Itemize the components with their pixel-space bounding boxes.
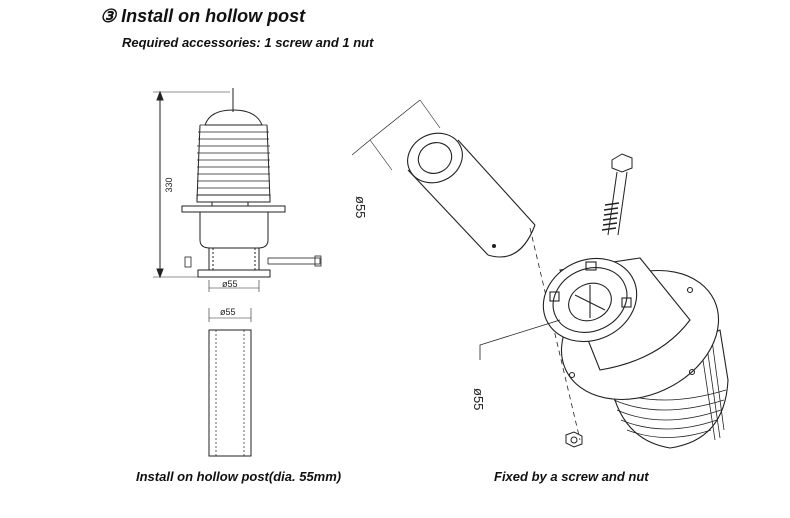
tube-diameter-label: ø55 xyxy=(353,196,368,218)
page-title: ③ Install on hollow post xyxy=(100,6,306,26)
light-side-view xyxy=(153,88,322,292)
height-dimension-label: 330 xyxy=(164,177,174,192)
left-caption: Install on hollow post(dia. 55mm) xyxy=(136,469,342,484)
light-unit-isometric xyxy=(479,257,729,449)
right-caption: Fixed by a screw and nut xyxy=(494,469,649,484)
base-diameter-label: ø55 xyxy=(222,279,238,289)
page-subtitle: Required accessories: 1 screw and 1 nut xyxy=(122,35,374,50)
hollow-tube-isometric xyxy=(351,99,536,258)
socket-diameter-label: ø55 xyxy=(471,388,486,410)
hollow-post xyxy=(208,308,252,457)
nut xyxy=(565,431,583,448)
screw xyxy=(601,153,633,236)
post-diameter-label: ø55 xyxy=(220,307,236,317)
